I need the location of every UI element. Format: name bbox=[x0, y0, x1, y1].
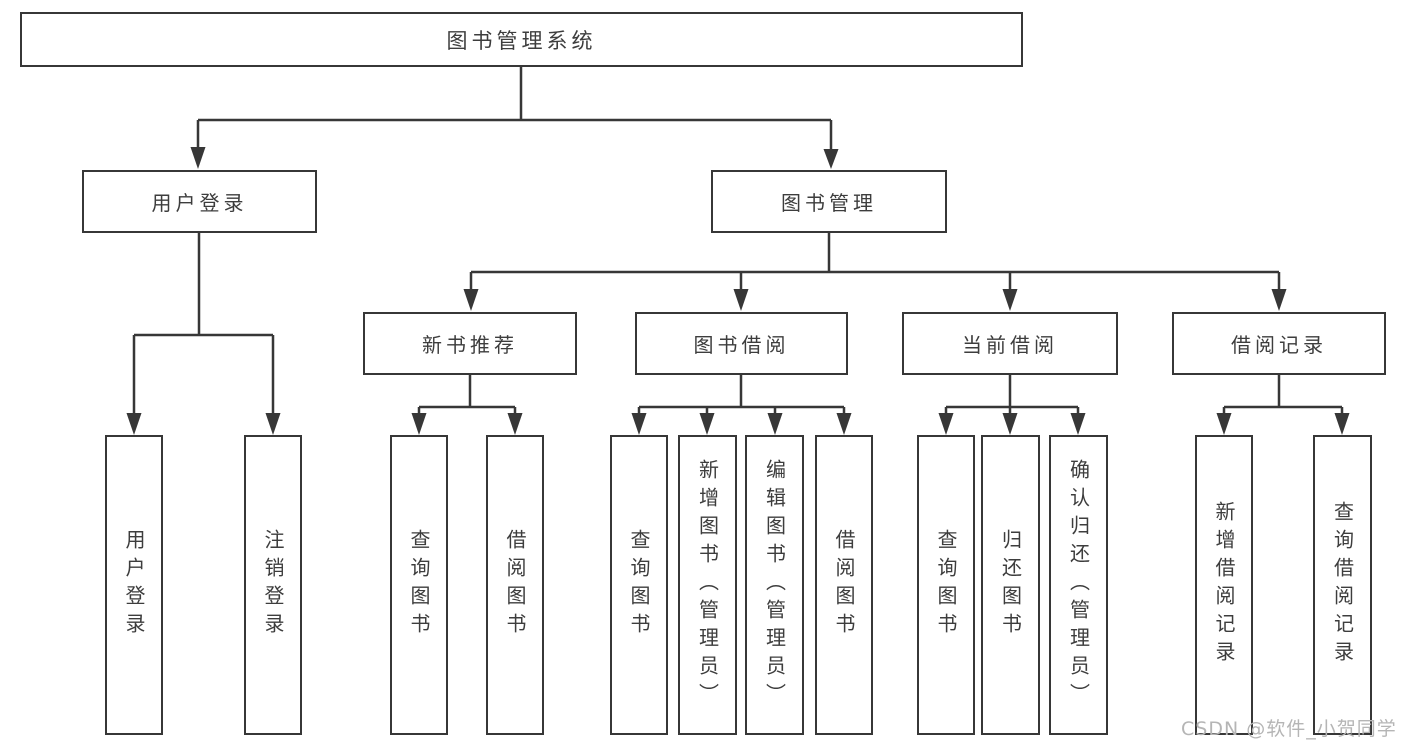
connector-new-book-recommend-to-leaves bbox=[411, 375, 523, 435]
connector-borrow-record-to-leaves bbox=[1216, 375, 1350, 435]
node-new-book-recommend-label: 新书推荐 bbox=[422, 333, 518, 357]
leaf-bb-query-book: 查询图书 bbox=[610, 435, 668, 735]
connector-root-to-level2 bbox=[190, 67, 839, 169]
leaf-nbr-borrow-book: 借阅图书 bbox=[486, 435, 544, 735]
node-book-management-branch-label: 图书管理 bbox=[781, 191, 877, 215]
leaf-cb-confirm-return-admin: 确认归还（管理员） bbox=[1049, 435, 1108, 735]
node-root-label: 图书管理系统 bbox=[446, 28, 597, 53]
leaf-bb-query-book-label: 查询图书 bbox=[627, 529, 651, 641]
node-book-management-branch: 图书管理 bbox=[711, 170, 947, 233]
csdn-watermark: CSDN @软件_小贺同学 bbox=[1181, 718, 1397, 740]
connector-book-borrow-to-leaves bbox=[631, 375, 852, 435]
leaf-bb-edit-book-admin-label: 编辑图书（管理员） bbox=[762, 459, 787, 711]
leaf-user-login: 用户登录 bbox=[105, 435, 163, 735]
connector-current-borrow-to-leaves bbox=[938, 375, 1086, 435]
leaf-br-add-record: 新增借阅记录 bbox=[1195, 435, 1253, 735]
leaf-cb-return-book-label: 归还图书 bbox=[998, 529, 1023, 641]
connector-book-management-to-level3 bbox=[463, 233, 1287, 311]
leaf-br-add-record-label: 新增借阅记录 bbox=[1212, 501, 1236, 669]
leaf-br-query-record: 查询借阅记录 bbox=[1313, 435, 1372, 735]
leaf-bb-add-book-admin: 新增图书（管理员） bbox=[678, 435, 737, 735]
node-borrow-record-label: 借阅记录 bbox=[1231, 333, 1327, 357]
node-book-borrow: 图书借阅 bbox=[635, 312, 848, 375]
leaf-nbr-query-book-label: 查询图书 bbox=[407, 529, 431, 641]
leaf-user-login-label: 用户登录 bbox=[122, 529, 146, 641]
connector-user-login-to-leaves bbox=[126, 233, 281, 435]
leaf-nbr-query-book: 查询图书 bbox=[390, 435, 448, 735]
node-current-borrow-label: 当前借阅 bbox=[962, 333, 1058, 357]
node-new-book-recommend: 新书推荐 bbox=[363, 312, 577, 375]
node-current-borrow: 当前借阅 bbox=[902, 312, 1118, 375]
node-root: 图书管理系统 bbox=[20, 12, 1023, 67]
node-borrow-record: 借阅记录 bbox=[1172, 312, 1386, 375]
leaf-nbr-borrow-book-label: 借阅图书 bbox=[503, 529, 527, 641]
node-user-login-branch: 用户登录 bbox=[82, 170, 317, 233]
leaf-bb-borrow-book: 借阅图书 bbox=[815, 435, 873, 735]
leaf-cb-return-book: 归还图书 bbox=[981, 435, 1040, 735]
leaf-logout-label: 注销登录 bbox=[261, 529, 285, 641]
leaf-cb-query-book-label: 查询图书 bbox=[934, 529, 958, 641]
leaf-bb-borrow-book-label: 借阅图书 bbox=[832, 529, 856, 641]
leaf-bb-edit-book-admin: 编辑图书（管理员） bbox=[745, 435, 804, 735]
leaf-cb-confirm-return-admin-label: 确认归还（管理员） bbox=[1066, 459, 1091, 711]
leaf-bb-add-book-admin-label: 新增图书（管理员） bbox=[695, 459, 720, 711]
leaf-cb-query-book: 查询图书 bbox=[917, 435, 975, 735]
leaf-logout: 注销登录 bbox=[244, 435, 302, 735]
leaf-br-query-record-label: 查询借阅记录 bbox=[1330, 501, 1355, 669]
node-book-borrow-label: 图书借阅 bbox=[693, 333, 790, 357]
node-user-login-branch-label: 用户登录 bbox=[151, 191, 248, 215]
